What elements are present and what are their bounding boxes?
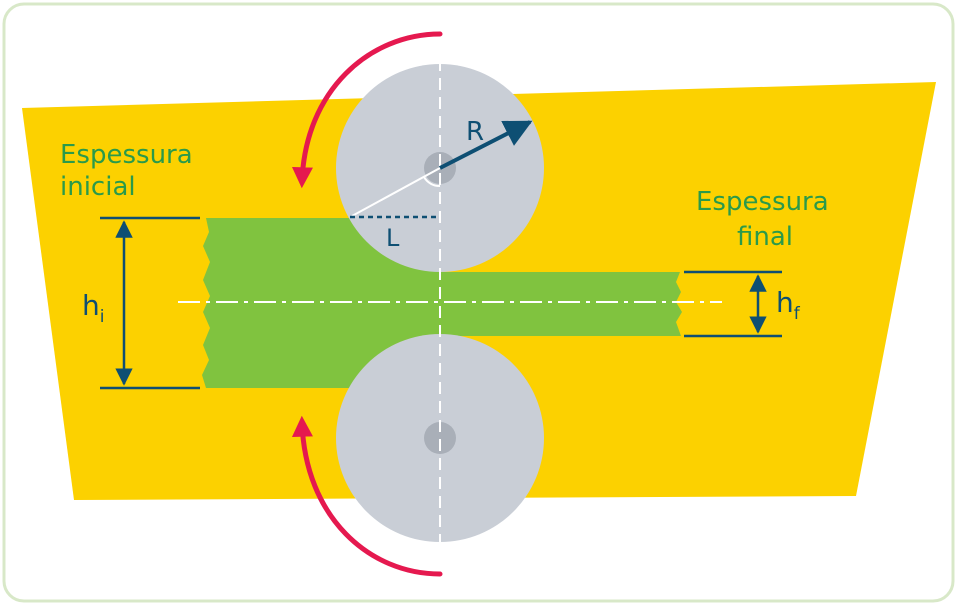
upper-rotation-arrow — [291, 31, 443, 189]
initial-thickness-label-line2: inicial — [60, 172, 136, 202]
contact-length-label: L — [386, 224, 400, 252]
final-thickness-label-line2: final — [737, 222, 793, 252]
contact-angle-arc — [423, 176, 441, 188]
radius-arrow — [439, 120, 533, 170]
h-initial-base: h — [82, 289, 100, 322]
h-final-subscript: f — [794, 304, 801, 324]
workpiece-strip — [202, 218, 682, 388]
h-initial-subscript: i — [100, 307, 105, 327]
h-initial-label: hi — [82, 289, 104, 327]
lower-rotation-arrow — [291, 415, 443, 577]
lower-roll-hub — [424, 422, 456, 454]
initial-thickness-label-line1: Espessura — [60, 140, 193, 170]
radius-label: R — [466, 117, 484, 147]
contact-radius-line — [351, 167, 441, 217]
h-final-label: hf — [776, 286, 801, 324]
h-final-base: h — [776, 286, 794, 319]
final-thickness-label-line1: Espessura — [696, 187, 829, 217]
